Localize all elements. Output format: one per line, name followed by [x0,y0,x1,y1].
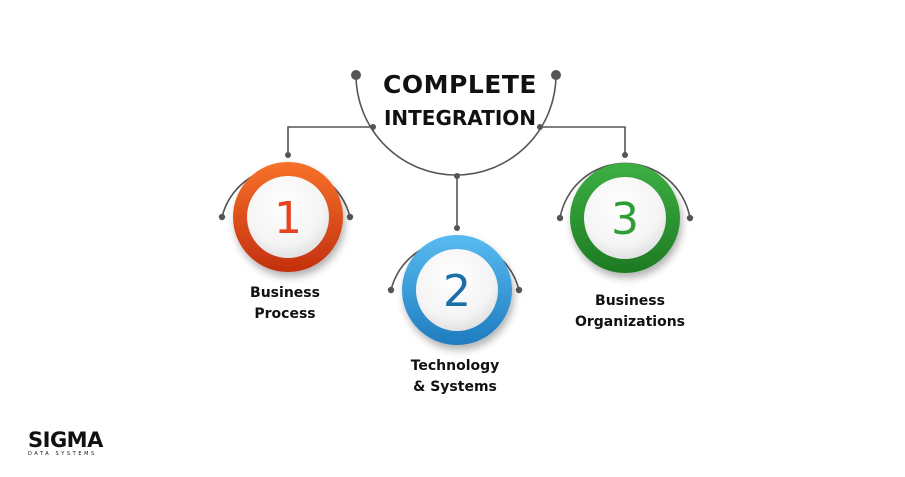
step-3-label: Business Organizations [540,291,720,333]
step-2-label-line1: Technology [410,358,500,374]
sigma-logo: SIGMA DATA SYSTEMS [28,428,118,458]
connector-3 [540,126,626,155]
step-1-top-dot [285,152,291,158]
step-2-label-line2: & Systems [413,379,497,395]
step-1-inner [247,176,329,258]
logo-tagline: DATA SYSTEMS [28,451,97,457]
step-2-top-dot [454,225,460,231]
step-3-right-dot [686,214,694,222]
step-3-inner [584,177,666,259]
step-3-top-dot [622,152,628,158]
step-1-label-line2: Process [254,306,316,322]
connector-1 [287,126,373,155]
step-node-3 [556,152,694,273]
step-node-1 [218,152,354,272]
step-1-left-dot [218,213,226,221]
step-1-label-line1: Business [250,285,320,301]
title-line-1: COMPLETE [383,70,537,99]
step-2-label: Technology & Systems [375,356,535,398]
step-3-left-dot [556,214,564,222]
step-1-right-dot [346,213,354,221]
step-2-right-dot [515,286,523,294]
step-3-label-line1: Business [595,293,665,309]
step-1-label: Business Process [205,283,365,325]
step-2-inner [416,249,498,331]
central-arc-end-left [351,70,361,80]
step-3-label-line2: Organizations [574,314,686,330]
step-1-number: 1 [274,193,302,244]
step-2-number: 2 [443,266,471,317]
step-2-left-dot [387,286,395,294]
logo-name: SIGMA [28,428,103,452]
step-3-number: 3 [611,194,639,245]
central-arc-end-right [551,70,561,80]
title-line-2: INTEGRATION [383,106,537,130]
step-node-2 [387,225,523,345]
